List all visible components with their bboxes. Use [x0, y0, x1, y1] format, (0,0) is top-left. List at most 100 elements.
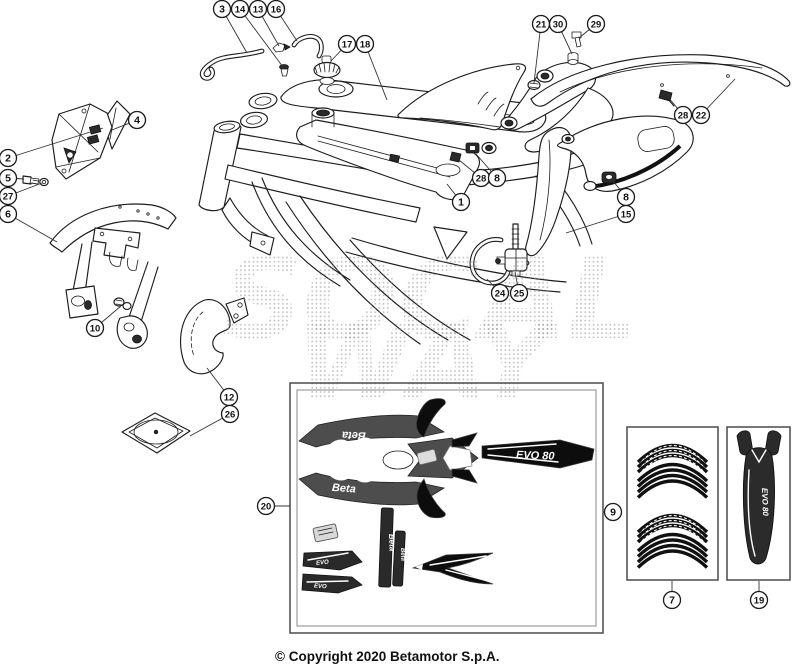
callout-circle[interactable] [490, 283, 510, 303]
callout-number: 7 [669, 595, 675, 607]
panel-clip-rear-part [601, 171, 617, 184]
callout-30[interactable]: 30 [548, 14, 573, 55]
callout-18[interactable]: 18 [355, 34, 388, 101]
callout-number: 24 [495, 289, 506, 300]
fork-decal-box: EVO 80 [726, 426, 791, 581]
callout-15[interactable]: 15 [565, 204, 636, 234]
callout-19[interactable]: 19 [749, 581, 769, 610]
callout-9[interactable]: 9 [603, 502, 623, 522]
callout-leader [364, 43, 388, 101]
callout-leader [239, 8, 284, 68]
callout-number: 18 [360, 40, 371, 51]
callout-circle[interactable] [212, 0, 232, 19]
callout-number: 4 [134, 115, 140, 127]
callout-number: 3 [219, 4, 225, 16]
callout-1[interactable]: 1 [446, 183, 471, 212]
tank-cap-part [313, 55, 341, 85]
callout-number: 25 [514, 289, 525, 300]
vent-valve-part [272, 42, 291, 53]
callout-leader [7, 213, 58, 243]
rubber-grommet-part [279, 64, 289, 77]
callout-circle[interactable] [355, 34, 375, 54]
callout-28[interactable]: 28 [458, 159, 491, 188]
callout-27[interactable]: 27 [0, 182, 43, 206]
callout-number: 19 [754, 596, 765, 607]
fender-screw-part [658, 89, 675, 107]
callout-leader [7, 127, 104, 159]
callout-24[interactable]: 24 [486, 278, 510, 303]
callout-circle[interactable] [662, 590, 682, 610]
callout-number: 28 [476, 174, 487, 185]
callout-circle[interactable] [256, 496, 276, 516]
callout-circle[interactable] [230, 0, 250, 19]
tank-vent-hose-part [199, 48, 265, 81]
callout-3[interactable]: 3 [212, 0, 248, 54]
callout-circle[interactable] [487, 168, 507, 188]
callout-number: 6 [5, 209, 11, 221]
callout-circle[interactable] [220, 404, 240, 424]
plate-nut-part [39, 177, 49, 187]
callout-circle[interactable] [691, 105, 711, 125]
callout-circle[interactable] [248, 0, 268, 19]
callout-16[interactable]: 16 [266, 0, 298, 42]
callout-circle[interactable] [616, 204, 636, 224]
callout-circle[interactable] [127, 110, 147, 130]
callout-circle[interactable] [673, 105, 693, 125]
callout-number: 15 [621, 210, 632, 221]
callout-21[interactable]: 21 [531, 14, 551, 84]
fender-bracket-part [92, 227, 141, 271]
callout-4[interactable]: 4 [111, 110, 147, 131]
callout-8[interactable]: 8 [612, 180, 636, 207]
callout-circle[interactable] [0, 148, 18, 168]
callout-number: 14 [235, 5, 246, 16]
callout-circle[interactable] [509, 283, 529, 303]
callout-13[interactable]: 13 [248, 0, 280, 47]
callout-10[interactable]: 10 [85, 305, 122, 338]
callout-28[interactable]: 28 [667, 96, 693, 125]
callout-circle[interactable] [0, 186, 18, 206]
rim-sticker-box [626, 426, 719, 581]
callout-circle[interactable] [603, 502, 623, 522]
callout-2[interactable]: 2 [0, 127, 104, 168]
callout-7[interactable]: 7 [662, 581, 682, 610]
callout-circle[interactable] [0, 168, 18, 188]
callout-number: 26 [225, 410, 236, 421]
panel-fastener-part [449, 151, 462, 163]
callout-circle[interactable] [0, 204, 18, 224]
fuel-hose-upper-part [291, 34, 324, 59]
callout-number: 9 [610, 507, 616, 519]
decal-evo80-label: EVO 80 [516, 449, 556, 462]
callout-number: 17 [342, 40, 353, 51]
callout-8[interactable]: 8 [475, 153, 507, 188]
callout-17[interactable]: 17 [330, 34, 357, 62]
headlight-number-plate-part [51, 103, 113, 180]
callout-leader [565, 213, 627, 234]
callout-6[interactable]: 6 [0, 204, 58, 243]
callout-14[interactable]: 14 [230, 0, 284, 68]
plate-bolt-part [22, 175, 40, 185]
callout-circle[interactable] [266, 0, 286, 19]
swingarm-decal-graphic: EVO 80 [481, 439, 595, 469]
callout-22[interactable]: 22 [691, 78, 736, 125]
callout-29[interactable]: 29 [578, 14, 606, 39]
decal-evo-wedge2-label: EVO [314, 583, 327, 590]
callout-20[interactable]: 20 [256, 496, 291, 516]
callout-circle[interactable] [451, 192, 471, 212]
callout-circle[interactable] [749, 590, 769, 610]
callout-circle[interactable] [85, 318, 105, 338]
callout-12[interactable]: 12 [206, 367, 239, 407]
callout-25[interactable]: 25 [509, 271, 529, 303]
callout-circle[interactable] [337, 34, 357, 54]
callout-number: 12 [224, 393, 235, 404]
callout-circle[interactable] [548, 14, 568, 34]
callout-26[interactable]: 26 [189, 404, 240, 437]
watermark-line1: SOCAL [222, 235, 638, 365]
callout-circle[interactable] [586, 14, 606, 34]
rim-sticker-arcs [636, 443, 709, 569]
callout-number: 20 [261, 502, 272, 513]
copyright-text: © Copyright 2020 Betamotor S.p.A. [275, 649, 499, 664]
callout-5[interactable]: 5 [0, 168, 25, 188]
decal-beta-strip1-label: Beta [387, 534, 397, 552]
callout-number: 30 [553, 20, 564, 31]
